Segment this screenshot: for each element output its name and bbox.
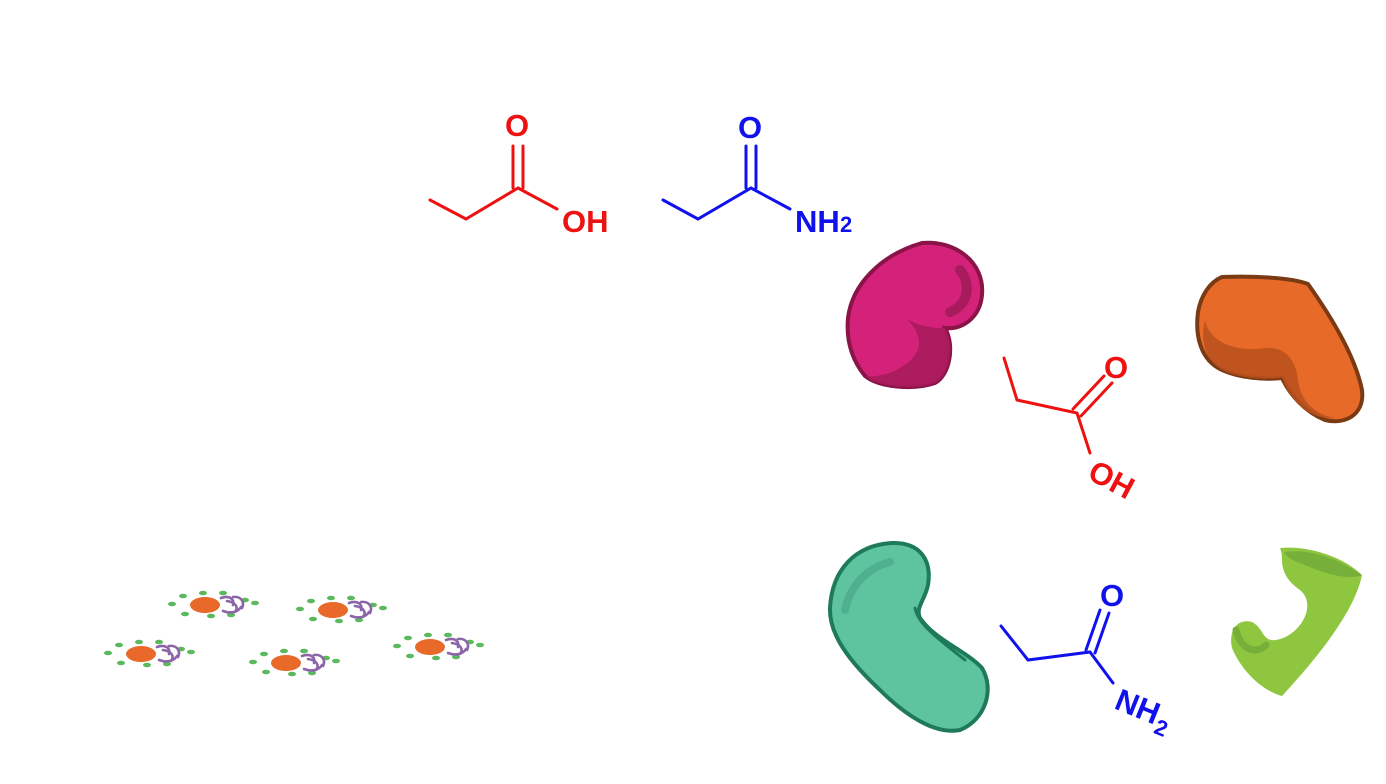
bacterium-icon <box>168 590 259 619</box>
bacterium-dot <box>452 654 460 660</box>
teal-enzyme-ridge <box>841 558 894 614</box>
bacterium-dot <box>207 613 215 619</box>
right-acid-oh-label: OH <box>1083 453 1140 506</box>
bacterium-dot <box>187 649 195 655</box>
right-amide-double-bond-b <box>1093 611 1111 655</box>
top-acid-chain <box>428 186 559 221</box>
bacterium-dot <box>199 590 207 596</box>
lime-enzyme-pocket <box>1232 626 1270 654</box>
bacterium-dot <box>143 662 151 668</box>
bacterium-dot <box>476 642 484 648</box>
bacterium-flagellum <box>456 637 470 652</box>
right-acid-chain <box>1002 356 1092 455</box>
magenta-enzyme <box>845 240 985 389</box>
bacterium-dot <box>308 670 316 676</box>
top-amide-nh-label: NH <box>795 204 840 239</box>
bacterium-dot <box>347 595 355 601</box>
right-amide-nh-group: NH 2 <box>1110 682 1171 742</box>
bacterium-dot <box>179 593 187 599</box>
bacterium-dot <box>309 616 317 622</box>
top-acid-o-label: O <box>505 108 529 143</box>
bacterium-dot <box>117 660 125 666</box>
right-amide-double-bond-a <box>1084 608 1102 652</box>
bacterium-dot <box>104 650 112 656</box>
bacterium-dot <box>155 639 163 645</box>
bacterium-flagellum <box>302 663 324 672</box>
bacterium-flagellum <box>231 595 245 610</box>
bacterium-dot <box>327 595 335 601</box>
bacterium-dot <box>296 606 304 612</box>
bacterium-dot <box>379 605 387 611</box>
lime-enzyme-top-shade <box>1284 551 1362 578</box>
right-propionamide <box>999 608 1115 685</box>
bacterium-dot <box>307 598 315 604</box>
orange-enzyme-shade <box>1203 320 1335 419</box>
right-acid-double-bond-b <box>1079 381 1114 418</box>
top-amide-o-label: O <box>738 110 762 145</box>
bacterium-dot <box>280 648 288 654</box>
right-acid-double-bond-a <box>1071 374 1106 411</box>
top-acid-oh-label: OH <box>562 204 609 239</box>
right-acid-o-label: O <box>1104 350 1128 385</box>
bacterium-dot <box>393 643 401 649</box>
bacterium-body <box>126 646 156 662</box>
bacterium-dot <box>335 618 343 624</box>
bacterium-icon <box>393 632 484 661</box>
teal-enzyme-body <box>827 540 990 733</box>
top-amide-chain <box>661 186 792 221</box>
bacterium-dot <box>432 655 440 661</box>
bacterium-dot <box>181 611 189 617</box>
right-amide-chain <box>999 624 1115 685</box>
teal-enzyme <box>827 540 990 733</box>
bacterium-flagellum <box>221 605 243 614</box>
bacterium-body <box>271 655 301 671</box>
bacterium-dot <box>168 601 176 607</box>
bacterium-body <box>190 597 220 613</box>
bacterium-flagellum <box>167 644 181 659</box>
bacterium-icon <box>104 639 195 668</box>
top-propionic-acid <box>428 144 559 221</box>
top-propionamide <box>661 144 792 221</box>
bacterium-flagellum <box>349 610 371 619</box>
bacterium-dot <box>260 651 268 657</box>
bacterium-dot <box>444 632 452 638</box>
right-amide-o-label: O <box>1100 578 1124 613</box>
bacterium-icon <box>249 648 340 677</box>
lime-enzyme-body <box>1231 547 1362 696</box>
bacterium-body <box>415 639 445 655</box>
bacterium-dot <box>288 671 296 677</box>
bacterium-dot <box>424 632 432 638</box>
bacterium-flagellum <box>312 653 326 668</box>
bacterium-dot <box>406 653 414 659</box>
top-amide-nh-subscript: 2 <box>840 212 852 237</box>
bacterium-dot <box>355 617 363 623</box>
lime-enzyme <box>1231 547 1362 696</box>
right-propionic-acid <box>1002 356 1114 455</box>
bacterium-dot <box>251 600 259 606</box>
magenta-enzyme-ridge <box>945 265 972 317</box>
bacterium-dot <box>135 639 143 645</box>
bacterium-flagellum <box>157 654 179 663</box>
bacterium-icon <box>296 595 387 624</box>
bacterium-dot <box>219 590 227 596</box>
bacterium-dot <box>249 659 257 665</box>
bacterium-dot <box>404 635 412 641</box>
bacterium-dot <box>227 612 235 618</box>
bacteria-cluster <box>104 590 484 677</box>
bacterium-body <box>318 602 348 618</box>
bacterium-dot <box>163 661 171 667</box>
orange-enzyme <box>1195 274 1365 424</box>
magenta-enzyme-shade <box>865 318 951 388</box>
bacterium-dot <box>262 669 270 675</box>
bacterium-flagellum <box>359 600 373 615</box>
teal-enzyme-crease <box>913 606 967 662</box>
bacterium-dot <box>300 648 308 654</box>
bacterium-flagellum <box>446 647 468 656</box>
bacterium-dot <box>332 658 340 664</box>
bacterium-dot <box>115 642 123 648</box>
